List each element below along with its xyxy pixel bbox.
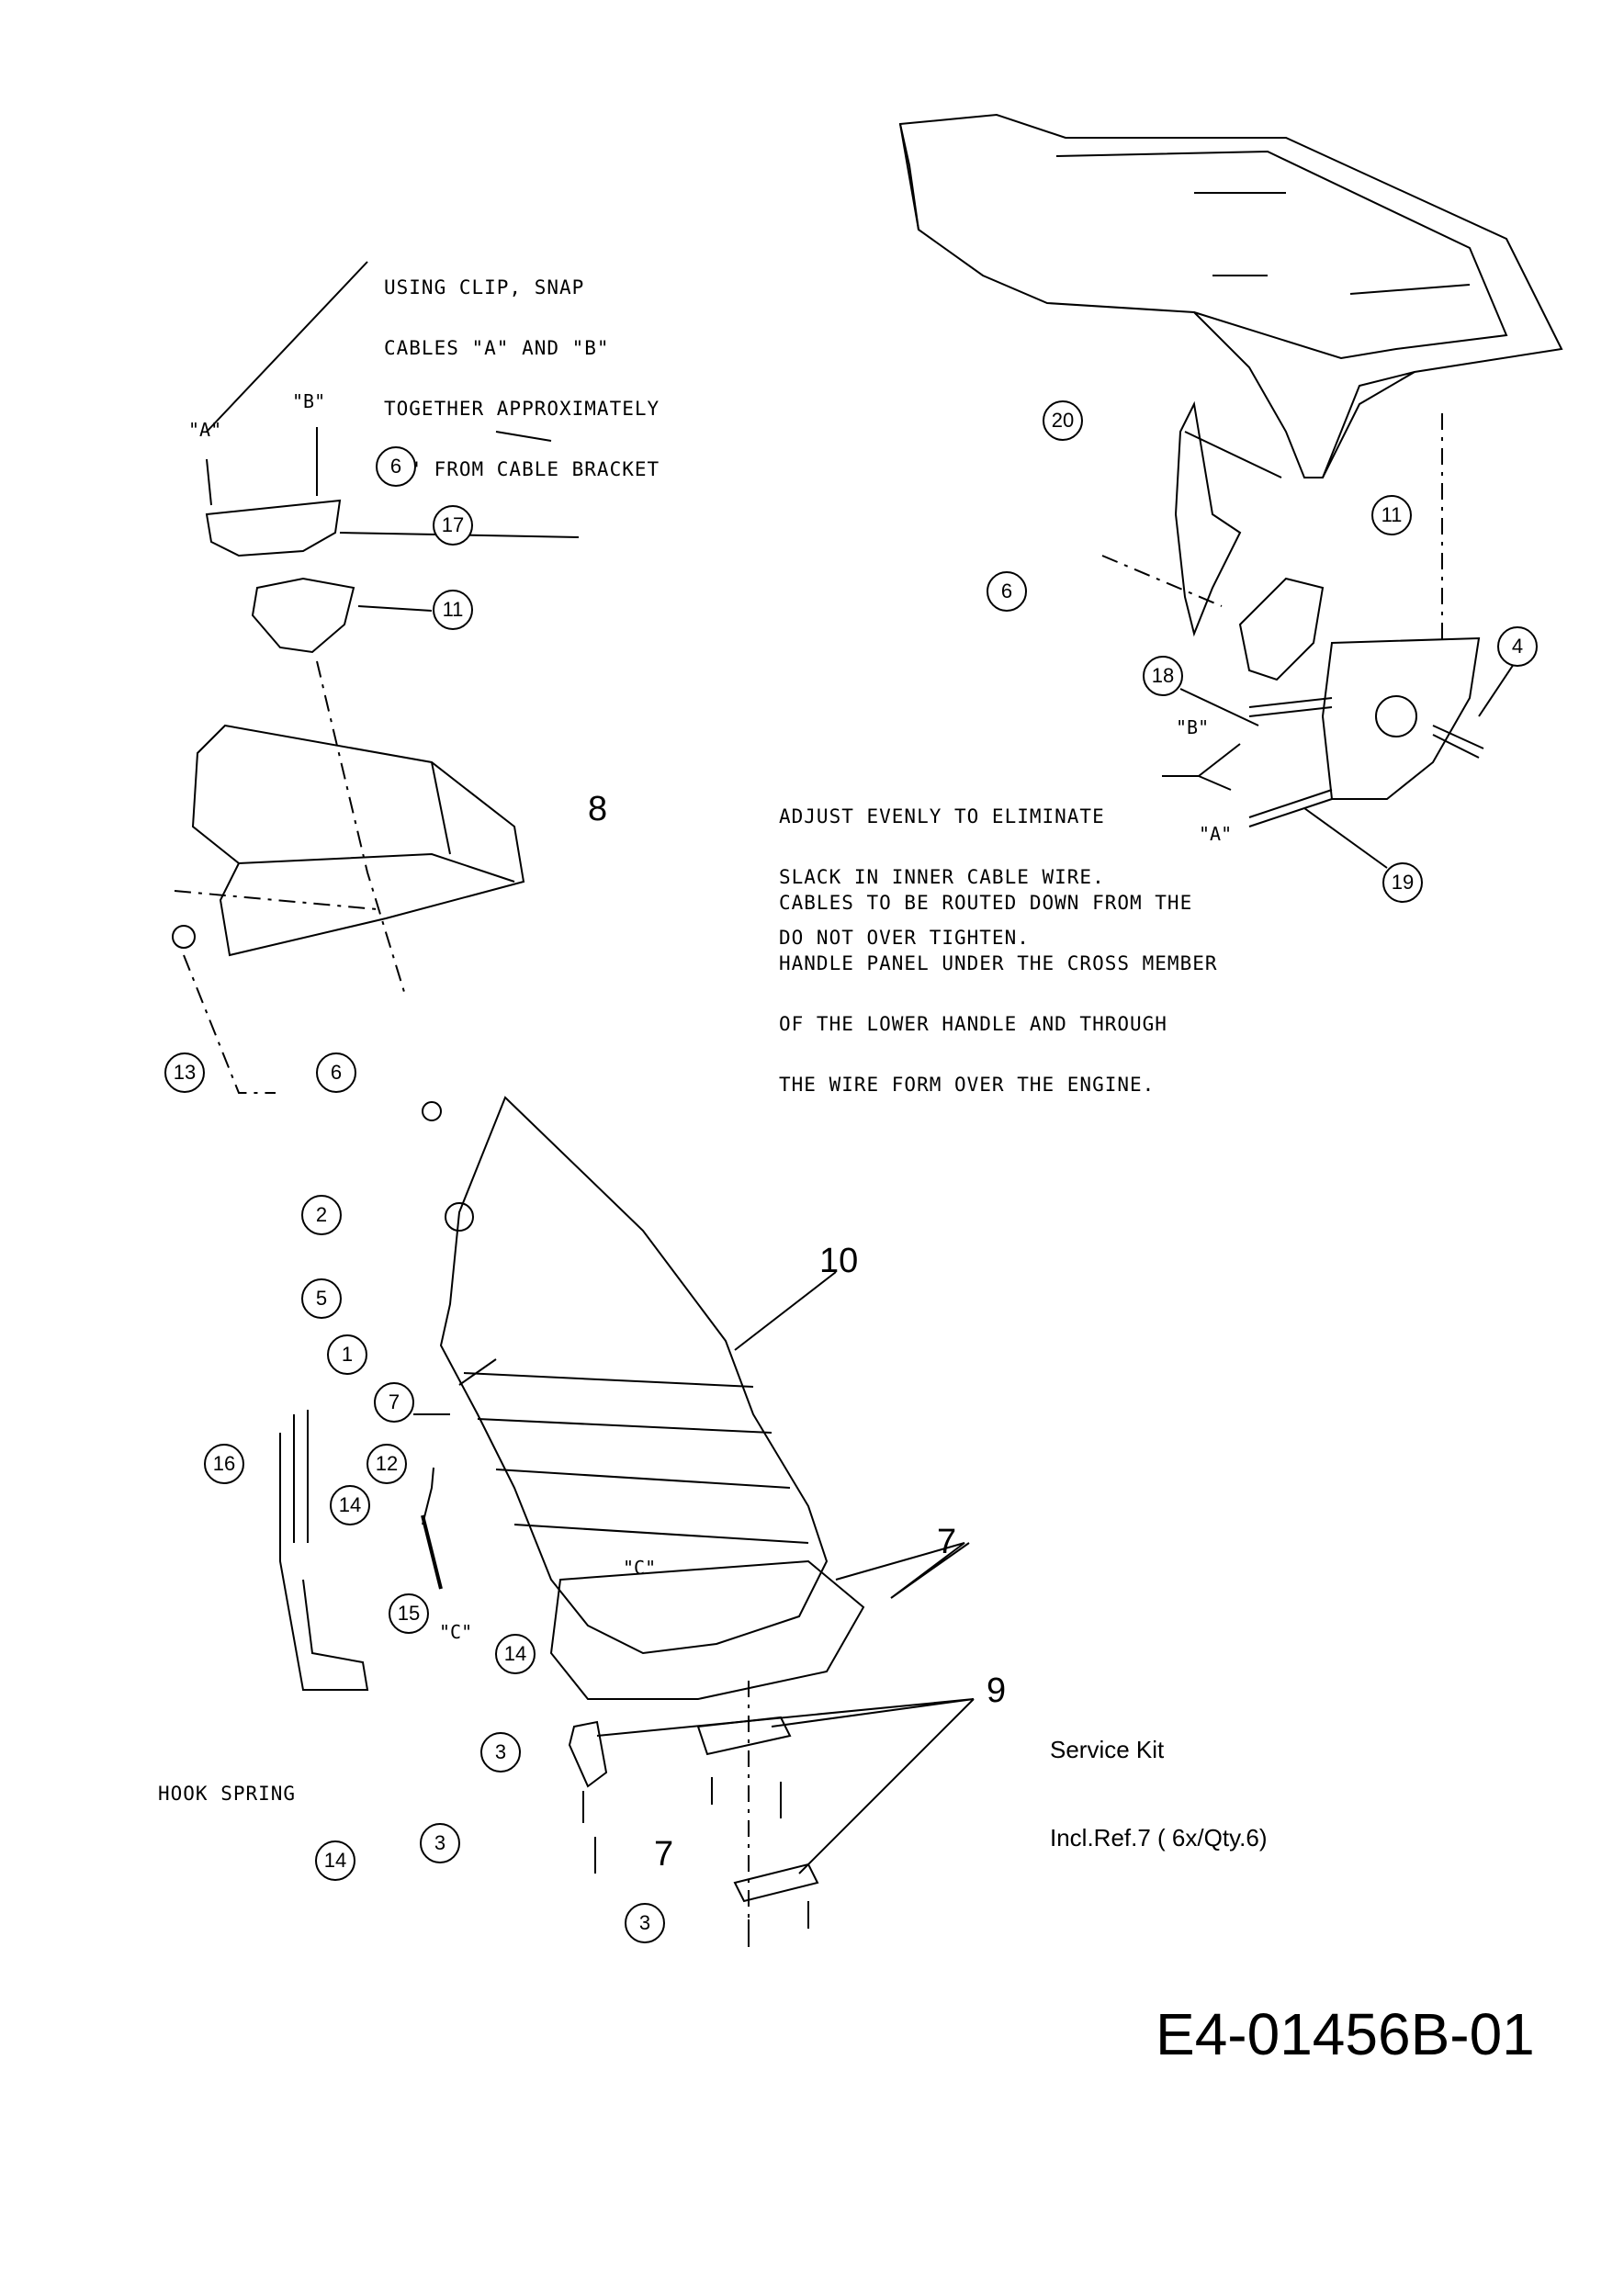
- cable-clip-note: USING CLIP, SNAP CABLES "A" AND "B" TOGE…: [384, 237, 660, 520]
- note-line: 13" FROM CABLE BRACKET: [384, 458, 660, 480]
- callout-ref-20: 20: [1043, 400, 1083, 441]
- callout-ref-19: 19: [1382, 862, 1423, 903]
- hook-spring-note: HOOK SPRING: [158, 1783, 297, 1805]
- callout-ref-15: 15: [389, 1593, 429, 1634]
- callout-ref-17: 17: [433, 505, 473, 546]
- callout-ref-1: 1: [327, 1334, 367, 1375]
- note-line: Service Kit: [1050, 1736, 1165, 1763]
- cable-label: "A": [188, 419, 222, 441]
- note-line: Incl.Ref.7 ( 6x/Qty.6): [1050, 1824, 1268, 1851]
- note-line: DO NOT OVER TIGHTEN.: [779, 927, 1030, 949]
- callout-ref-6: 6: [376, 446, 416, 487]
- cable-label: "B": [1176, 716, 1210, 738]
- note-line: TOGETHER APPROXIMATELY: [384, 398, 660, 420]
- callout-ref-9: 9: [987, 1671, 1007, 1710]
- callout-ref-2: 2: [301, 1195, 342, 1235]
- callout-ref-6: 6: [987, 571, 1027, 612]
- service-kit-note: Service Kit Incl.Ref.7 ( 6x/Qty.6): [1050, 1676, 1267, 1911]
- adjust-note: ADJUST EVENLY TO ELIMINATE SLACK IN INNE…: [779, 766, 1105, 988]
- handle-panel: [898, 113, 1563, 478]
- chute-base-ring: [549, 1559, 865, 1700]
- cable-bracket-17: [205, 499, 342, 557]
- callout-ref-11: 11: [1371, 495, 1412, 535]
- cable-label: "A": [1199, 823, 1233, 845]
- cable-label: "C": [439, 1621, 473, 1643]
- note-line: CABLES "A" AND "B": [384, 337, 610, 359]
- routing-note: CABLES TO BE ROUTED DOWN FROM THE HANDLE…: [779, 852, 1218, 1135]
- cable-bracket: [1321, 636, 1481, 800]
- callout-ref-7: 7: [937, 1523, 957, 1561]
- callout-ref-18: 18: [1143, 656, 1183, 696]
- note-line: SLACK IN INNER CABLE WIRE.: [779, 866, 1105, 888]
- callout-ref-3: 3: [480, 1732, 521, 1773]
- callout-ref-14: 14: [330, 1485, 370, 1525]
- callout-ref-8: 8: [588, 790, 608, 828]
- chute-deflector: [191, 724, 525, 957]
- knob-11: [251, 577, 355, 654]
- callout-ref-7: 7: [654, 1835, 674, 1874]
- callout-ref-3: 3: [420, 1823, 460, 1863]
- note-line: HANDLE PANEL UNDER THE CROSS MEMBER: [779, 952, 1218, 974]
- note-line: ADJUST EVENLY TO ELIMINATE: [779, 805, 1105, 827]
- callout-ref-14: 14: [315, 1840, 355, 1881]
- callout-ref-3: 3: [625, 1903, 665, 1943]
- note-line: USING CLIP, SNAP: [384, 276, 585, 298]
- callout-ref-11: 11: [433, 590, 473, 630]
- drawing-number: E4-01456B-01: [1156, 2001, 1535, 2067]
- callout-ref-6: 6: [316, 1052, 356, 1093]
- note-line: THE WIRE FORM OVER THE ENGINE.: [779, 1074, 1156, 1096]
- discharge-chute: [439, 1096, 829, 1655]
- crank-bracket: [279, 1410, 369, 1691]
- note-line: OF THE LOWER HANDLE AND THROUGH: [779, 1013, 1167, 1035]
- callout-ref-10: 10: [819, 1242, 859, 1280]
- note-line: CABLES TO BE ROUTED DOWN FROM THE: [779, 892, 1193, 914]
- bracket-20: [1174, 400, 1242, 637]
- callout-ref-12: 12: [367, 1444, 407, 1484]
- cable-label: "B": [292, 390, 326, 412]
- callout-ref-13: 13: [164, 1052, 205, 1093]
- callout-ref-14: 14: [495, 1634, 536, 1674]
- callout-ref-4: 4: [1497, 626, 1538, 667]
- callout-ref-7: 7: [374, 1382, 414, 1423]
- cable-label: "C": [623, 1557, 657, 1579]
- callout-ref-5: 5: [301, 1278, 342, 1319]
- callout-ref-16: 16: [204, 1444, 244, 1484]
